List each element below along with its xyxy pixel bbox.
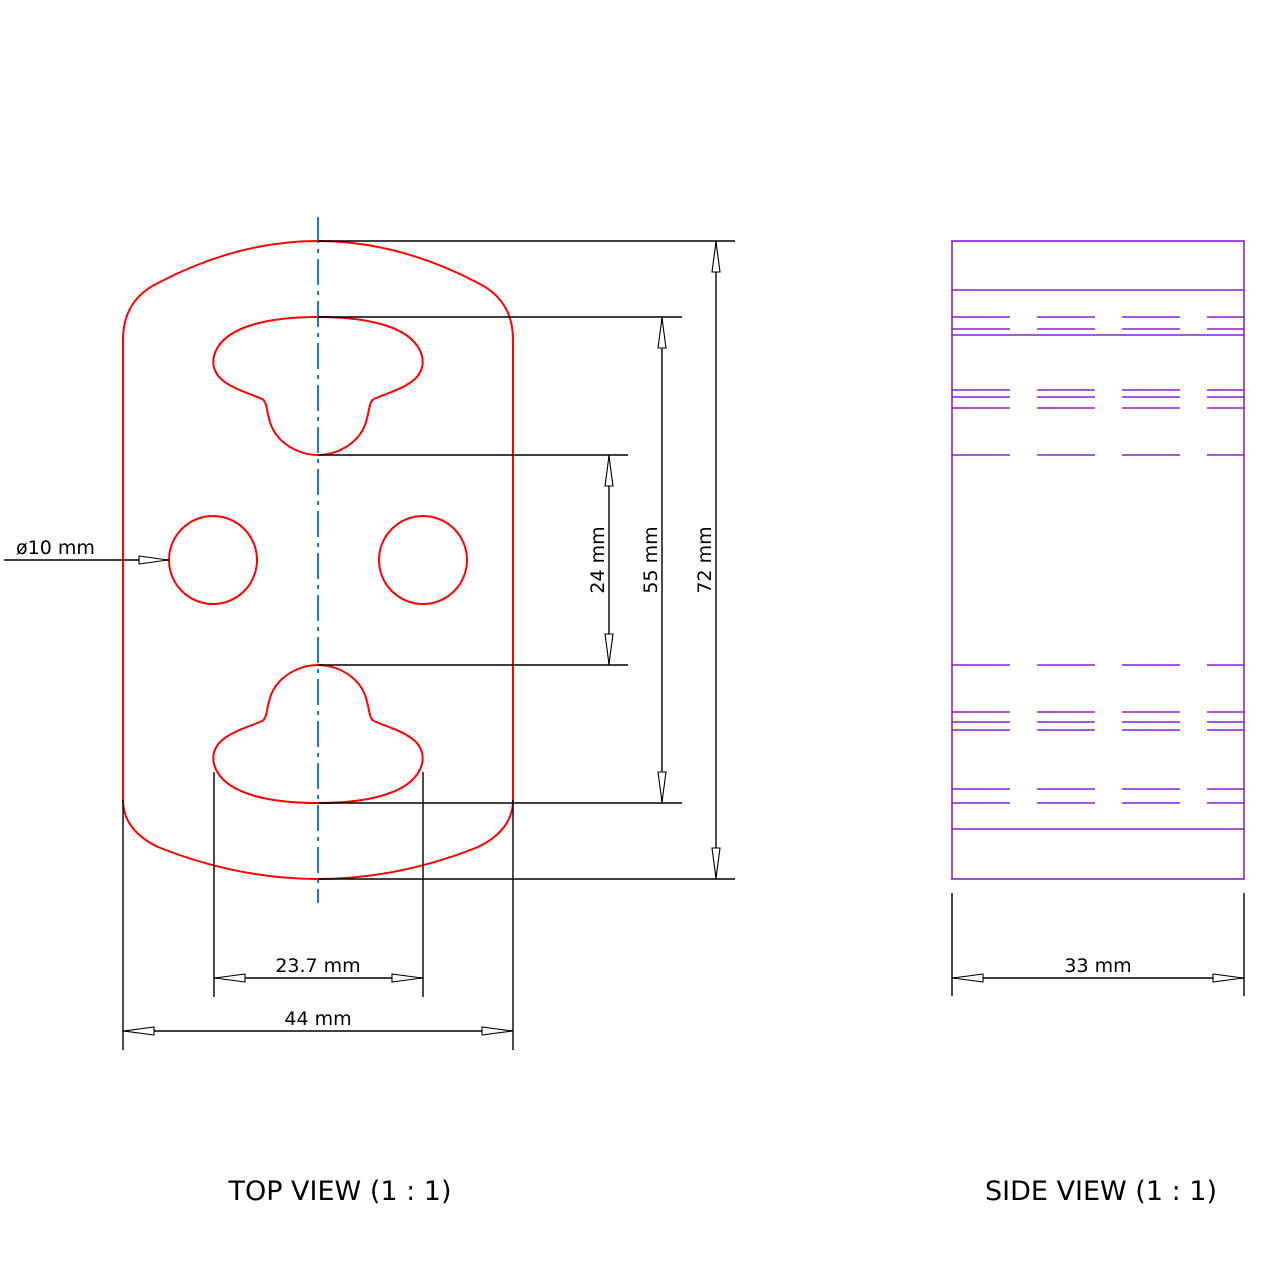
dimension-thickness: 33 mm — [952, 955, 1244, 983]
slot-span-label: 55 mm — [640, 526, 662, 593]
top-view-title: TOP VIEW (1 : 1) — [227, 1176, 451, 1207]
overall-height-label: 72 mm — [694, 526, 716, 593]
dimension-hole-diameter: ø10 mm — [4, 537, 169, 565]
dimension-overall-width: 44 mm — [123, 1008, 513, 1036]
left-mounting-hole — [168, 515, 258, 605]
side-view-title: SIDE VIEW (1 : 1) — [985, 1176, 1217, 1207]
slot-gap-label: 24 mm — [587, 526, 609, 593]
dimension-slot-span: 55 mm — [640, 317, 667, 803]
side-view-outline — [951, 240, 1245, 880]
extension-lines — [122, 240, 735, 1050]
hole-diameter-label: ø10 mm — [16, 537, 95, 559]
top-view: 72 mm 55 mm 24 mm 23.7 mm 44 — [4, 217, 735, 1207]
dimension-slot-width: 23.7 mm — [214, 955, 423, 983]
slot-width-label: 23.7 mm — [275, 955, 360, 977]
dimension-overall-height: 72 mm — [694, 241, 721, 879]
side-view: 33 mm SIDE VIEW (1 : 1) — [951, 240, 1245, 1207]
side-view-hidden-lines — [952, 316, 1244, 804]
dimension-slot-gap: 24 mm — [587, 455, 614, 665]
thickness-label: 33 mm — [1064, 955, 1131, 977]
overall-width-label: 44 mm — [284, 1008, 351, 1030]
side-extension-lines — [951, 893, 1245, 996]
side-view-solid-lines — [952, 289, 1244, 830]
right-mounting-hole — [378, 515, 468, 605]
